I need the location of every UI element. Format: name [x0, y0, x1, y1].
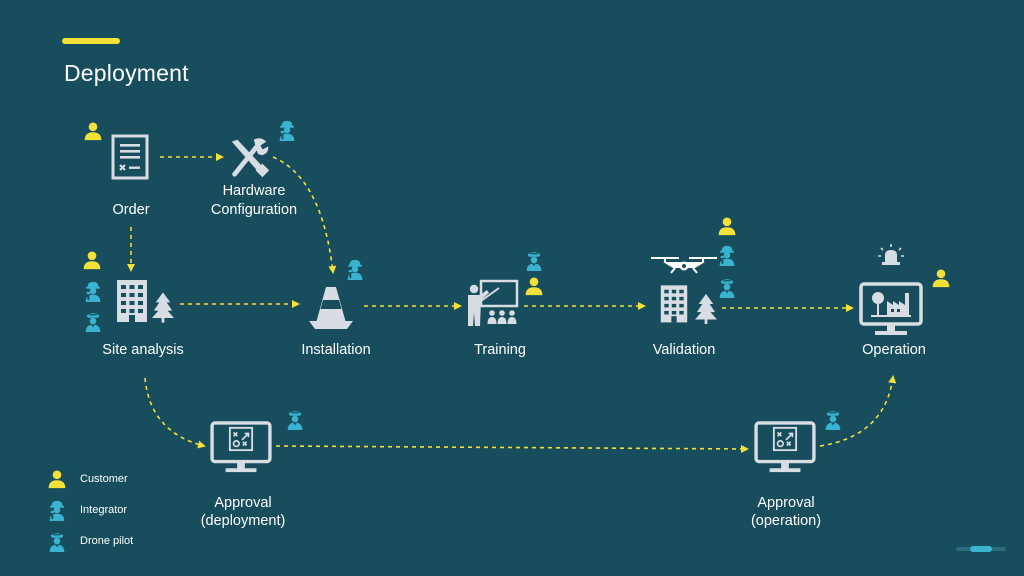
hardware-label-line1: Hardware — [222, 183, 286, 199]
title-accent-bar — [62, 38, 120, 44]
order-label: Order — [112, 202, 150, 218]
legend-integrator: Integrator — [46, 499, 206, 523]
site-analysis-label: Site analysis — [102, 342, 184, 358]
installation-label: Installation — [301, 342, 371, 358]
page-title: Deployment — [64, 60, 189, 86]
strategy-board-icon — [228, 426, 254, 452]
approval-deployment-monitor-icon — [210, 421, 272, 474]
training-pilot-icon — [526, 252, 542, 271]
integrator-icon — [49, 500, 65, 521]
legend-drone-pilot: Drone pilot — [46, 530, 206, 554]
slide-progress-indicator — [956, 546, 1006, 552]
training-customer-icon — [525, 277, 543, 296]
site-customer-icon — [83, 251, 101, 270]
arrow-approval-deployment-to-approval-operation — [275, 444, 749, 453]
legend-integrator-label: Integrator — [80, 504, 128, 516]
validation-pilot-icon — [719, 279, 735, 298]
order-customer-icon — [84, 122, 102, 141]
installation-integrator-icon — [347, 259, 363, 280]
approval-operation-pilot-icon — [825, 411, 841, 430]
arrow-site-to-approval-deployment — [144, 377, 206, 449]
arrow-hardware-to-installation — [272, 156, 337, 274]
operation-label: Operation — [862, 342, 926, 358]
customer-icon — [48, 470, 66, 489]
order-document-icon — [111, 134, 149, 180]
connector-arrows — [127, 153, 897, 453]
training-label: Training — [474, 342, 526, 358]
alarm-light-icon — [877, 244, 905, 266]
traffic-cone-icon — [309, 287, 353, 329]
approval-operation-monitor-icon — [754, 421, 816, 474]
site-pilot-icon — [85, 313, 101, 332]
factory-icon — [871, 292, 911, 317]
approval-operation-label-line2: (operation) — [750, 513, 822, 529]
approval-deployment-pilot-icon — [287, 411, 303, 430]
arrow-approval-operation-to-operation — [819, 375, 897, 447]
site-integrator-icon — [85, 281, 101, 302]
tree-icon — [152, 292, 174, 323]
legend-drone-pilot-label: Drone pilot — [80, 535, 134, 547]
approval-deployment-label-line2: (deployment) — [200, 513, 286, 529]
validation-tree-icon — [695, 293, 717, 324]
building-icon — [117, 280, 147, 322]
validation-label: Validation — [652, 342, 716, 358]
hardware-integrator-icon — [279, 120, 295, 141]
validation-customer-icon — [718, 217, 736, 236]
validation-building-icon — [660, 285, 688, 323]
drone-icon — [650, 257, 718, 274]
hardware-label-line2: Configuration — [210, 202, 298, 218]
drone-pilot-icon — [49, 533, 65, 552]
validation-integrator-icon — [719, 245, 735, 266]
legend-customer-label: Customer — [80, 473, 128, 485]
operation-customer-icon — [932, 269, 950, 288]
approval-deployment-label-line1: Approval — [214, 495, 272, 511]
wrench-screwdriver-icon — [232, 138, 269, 177]
legend-customer: Customer — [46, 468, 206, 492]
presentation-icon — [466, 279, 519, 327]
approval-operation-label-line1: Approval — [757, 495, 815, 511]
approval-strategy-board-icon — [772, 426, 798, 452]
